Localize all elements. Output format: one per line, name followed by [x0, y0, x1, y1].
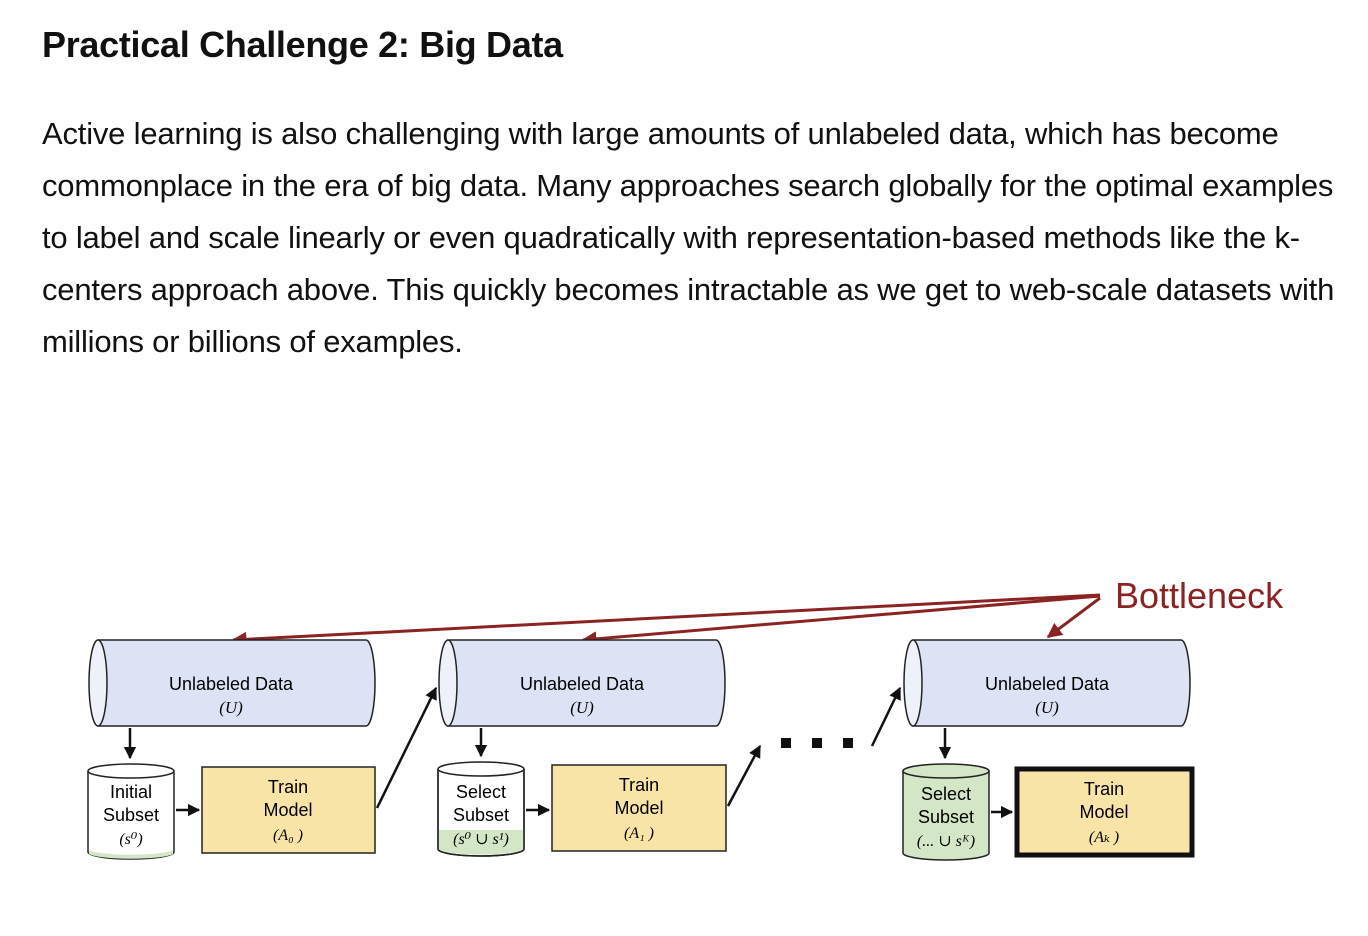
continuation-to-pool-arrow: [870, 686, 902, 747]
unlabeled-pool-1: Unlabeled Data (U): [88, 639, 376, 727]
subset-line-3: (s⁰): [119, 831, 142, 848]
subset-line-1: Select: [921, 784, 971, 804]
stage-k: Unlabeled Data (U) Select Subset (... ∪ …: [902, 639, 1195, 861]
bottleneck-arrow-3: [1046, 596, 1101, 639]
initial-subset-cylinder: Initial Subset (s⁰): [87, 763, 175, 860]
pool-symbol: (U): [1035, 698, 1059, 717]
model-line-2: Model: [614, 798, 663, 818]
unlabeled-pool-2: Unlabeled Data (U): [438, 639, 726, 727]
model-line-1: Train: [619, 775, 659, 795]
model-to-next-pool-arrow: [375, 686, 438, 809]
subset-line-2: Subset: [918, 807, 974, 827]
bottleneck-arrows: [231, 593, 1101, 647]
bottleneck-arrow-1: [231, 593, 1101, 647]
subset-line-1: Select: [456, 782, 506, 802]
subset-line-2: Subset: [103, 805, 159, 825]
pool-symbol: (U): [219, 698, 243, 717]
section-paragraph: Active learning is also challenging with…: [42, 116, 1335, 359]
active-learning-figure: Bottleneck Unlabeled Data (U) Initial Su…: [0, 560, 1368, 905]
pool-label: Unlabeled Data: [985, 674, 1110, 694]
pool-label: Unlabeled Data: [169, 674, 294, 694]
pool-label: Unlabeled Data: [520, 674, 645, 694]
train-model-box-1: Train Model (A₀ ): [201, 766, 376, 854]
train-model-box-2: Train Model (A₁ ): [551, 764, 727, 852]
select-subset-cylinder-1: Select Subset (s⁰ ∪ s¹): [437, 761, 525, 857]
model-line-2: Model: [263, 800, 312, 820]
model-line-1: Train: [1084, 779, 1124, 799]
model-line-1: Train: [268, 777, 308, 797]
section-title: Practical Challenge 2: Big Data: [42, 24, 563, 65]
pool-symbol: (U): [570, 698, 594, 717]
train-model-box-k: Train Model (Aₖ ): [1014, 766, 1195, 858]
subset-line-2: Subset: [453, 805, 509, 825]
model-line-3: (Aₖ ): [1089, 829, 1119, 846]
unlabeled-pool-k: Unlabeled Data (U): [903, 639, 1191, 727]
bottleneck-arrow-2: [581, 594, 1101, 647]
model-line-3: (A₀ ): [273, 827, 303, 844]
continuation-dots: [781, 738, 853, 748]
subset-line-3: (s⁰ ∪ s¹): [453, 831, 509, 848]
select-subset-cylinder-k: Select Subset (... ∪ sᴷ): [902, 763, 990, 861]
model-line-2: Model: [1079, 802, 1128, 822]
stage-2: Unlabeled Data (U) Select Subset (s⁰ ∪ s…: [437, 639, 762, 857]
model-to-continuation-arrow: [726, 744, 762, 807]
subset-line-1: Initial: [110, 782, 152, 802]
subset-line-3: (... ∪ sᴷ): [917, 833, 975, 850]
pipeline-diagram: Bottleneck Unlabeled Data (U) Initial Su…: [87, 575, 1284, 861]
model-line-3: (A₁ ): [624, 825, 654, 842]
stage-1: Unlabeled Data (U) Initial Subset (s⁰) T…: [87, 639, 438, 860]
bottleneck-label: Bottleneck: [1115, 575, 1284, 616]
